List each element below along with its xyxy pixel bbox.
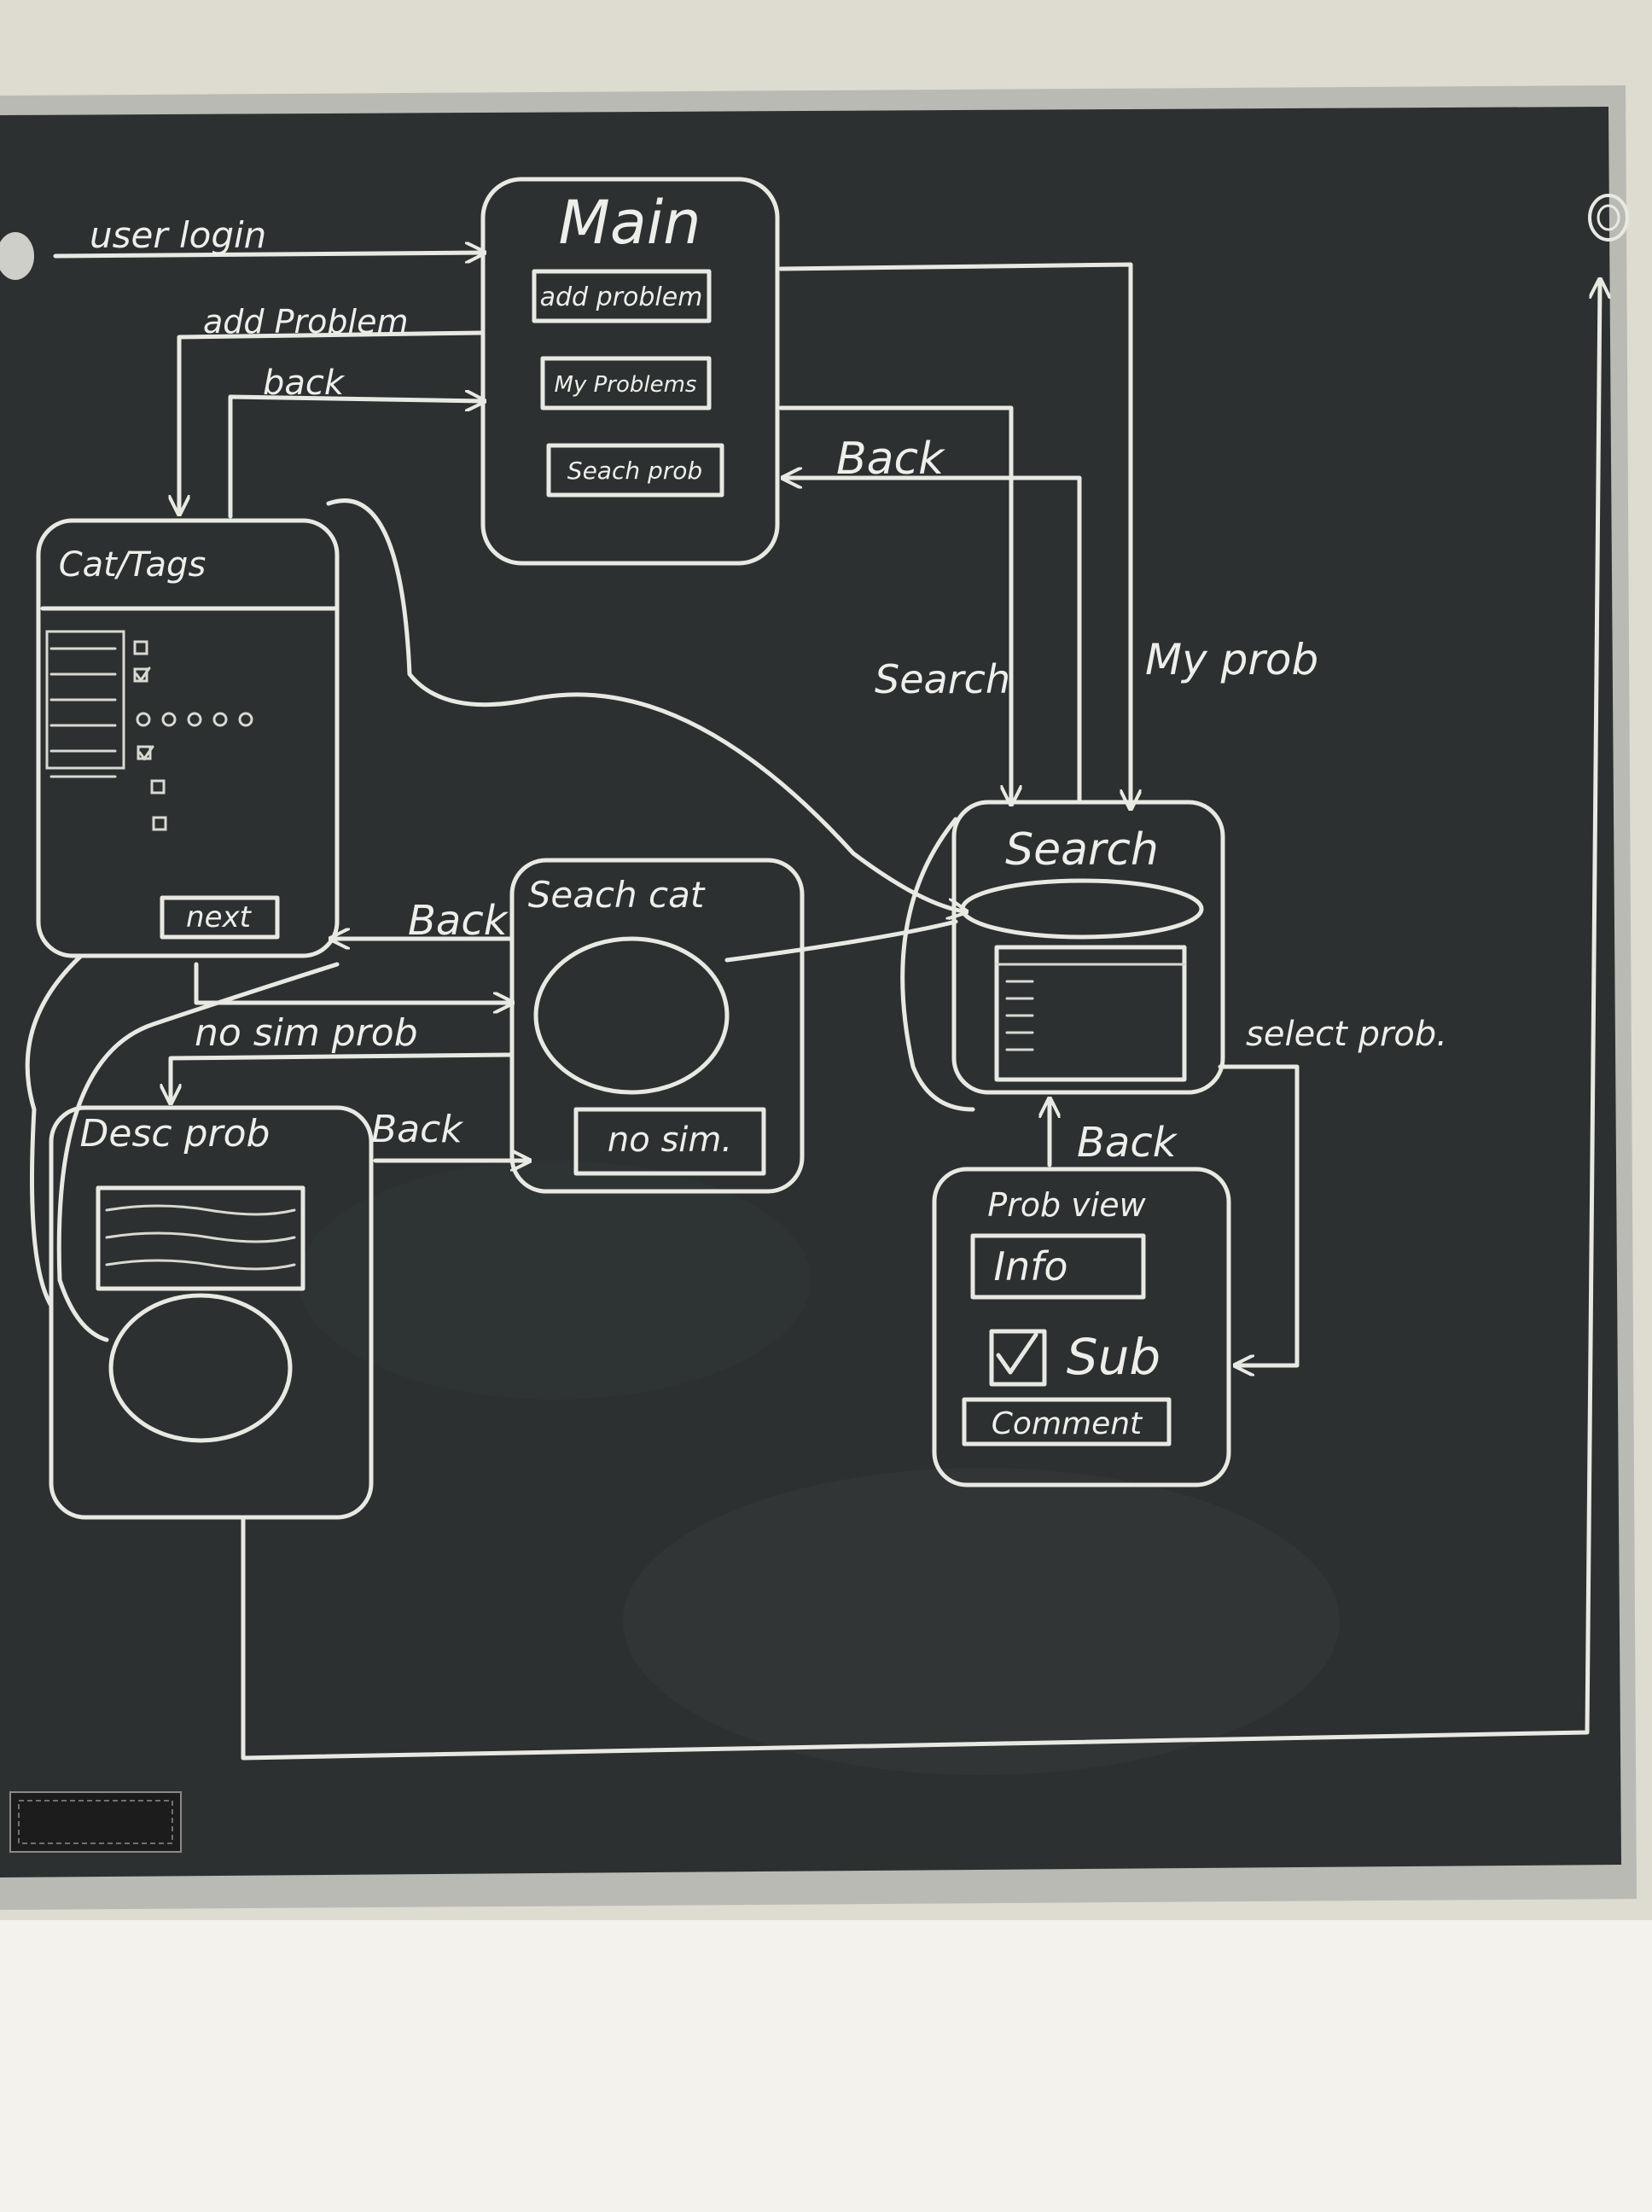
seach-cat-title: Seach cat: [528, 874, 706, 916]
main-screen: Main add problem My Problems Seach prob: [480, 177, 780, 566]
flow-connectors: [25, 253, 1600, 1761]
blackboard: [0, 107, 1621, 1877]
label-user-login: user login: [90, 214, 266, 256]
sub-label: Sub: [1067, 1328, 1160, 1386]
prob-view-info-field[interactable]: Info: [993, 1243, 1067, 1289]
prob-view-title: Prob view: [987, 1186, 1146, 1224]
prob-view-screen: Prob view Info Sub Comment: [932, 1167, 1231, 1487]
label-no-sim-prob: no sim prob: [195, 1011, 418, 1055]
cat-tags-screen: Cat/Tags next: [36, 518, 340, 958]
search-title: Search: [1005, 824, 1159, 876]
sub-checkbox[interactable]: [989, 1329, 1047, 1387]
label-back-to-main-from-search: Back: [836, 434, 945, 485]
label-select-prob: select prob.: [1246, 1015, 1447, 1054]
comment-button[interactable]: Comment: [992, 1406, 1143, 1441]
cat-tags-next-button[interactable]: next: [186, 900, 253, 934]
tag-checkbox[interactable]: [133, 640, 148, 655]
label-back-to-search: Back: [1077, 1119, 1178, 1167]
tag-checkbox[interactable]: [150, 779, 166, 795]
label-back-to-main: back: [263, 364, 346, 403]
desc-prob-title: Desc prob: [80, 1112, 270, 1155]
category-circle[interactable]: [533, 936, 730, 1095]
description-textarea[interactable]: [96, 1185, 305, 1291]
main-add-problem-button[interactable]: add problem: [540, 282, 703, 312]
board-smudge: [623, 1468, 1340, 1775]
image-circle: [108, 1293, 293, 1443]
cat-tags-title: Cat/Tags: [59, 545, 206, 585]
label-search: Search: [875, 656, 1010, 702]
spiral-doodle: [1588, 194, 1629, 242]
main-search-prob-button[interactable]: Seach prob: [567, 457, 702, 485]
no-sim-button[interactable]: no sim.: [608, 1121, 732, 1160]
label-my-prob: My prob: [1145, 635, 1318, 684]
tag-radio-group[interactable]: [136, 712, 253, 727]
wall-lower: [0, 1920, 1652, 2212]
desc-prob-screen: Desc prob: [49, 1105, 374, 1520]
tag-checkbox[interactable]: [152, 816, 167, 831]
tag-list-lines: [49, 647, 117, 778]
board-label-sticker: [9, 1791, 182, 1853]
label-add-problem: add Problem: [203, 303, 408, 341]
board-smudge: [299, 1161, 811, 1400]
main-my-problems-button[interactable]: My Problems: [555, 372, 697, 398]
label-back-to-cat-tags: Back: [408, 897, 509, 945]
search-results-list[interactable]: [994, 945, 1187, 1082]
search-screen: Search: [951, 800, 1225, 1095]
seach-cat-screen: Seach cat no sim.: [509, 858, 805, 1194]
label-back-to-seach-cat: Back: [371, 1108, 463, 1151]
main-title: Main: [558, 188, 701, 258]
magnet: [0, 232, 34, 280]
